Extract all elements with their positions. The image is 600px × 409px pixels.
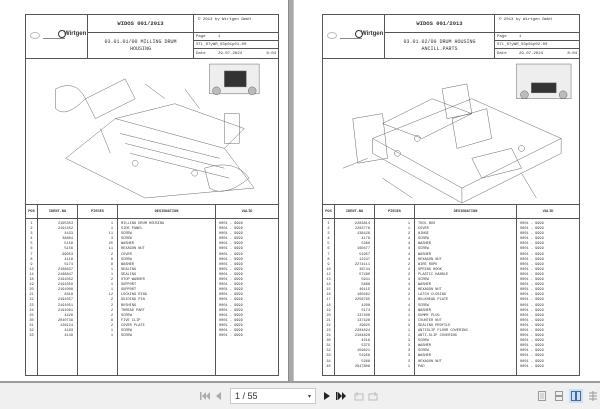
next-page-button[interactable]: [320, 389, 334, 403]
designation-values: MILLING DRUM HOUSING SIDE PANEL SCREW SC…: [118, 219, 216, 375]
pdf-page-right: Wirtgen WIDOS 001/2013 03.01.02/00 DRUM …: [294, 0, 600, 381]
exploded-drawing-milling-drum-housing: [26, 59, 278, 205]
parts-table: POS IDENT-NO PIECES DESIGNATION VALID 1 …: [323, 205, 579, 375]
col-designation: DESIGNATION: [118, 205, 216, 218]
col-ident-no: IDENT-NO: [38, 205, 78, 218]
date-value: 29.07.2024: [218, 51, 243, 56]
valid-values: 0001 - 9999 0001 - 9999 0001 - 9999 0001…: [520, 222, 544, 369]
seal-icon: [30, 32, 40, 39]
logo-bar: [43, 38, 65, 39]
single-page-view-button[interactable]: [535, 389, 549, 403]
assembly-title-line1: 03.01.01/00 MILLING DRUM: [104, 39, 177, 45]
time-value: 8:04: [567, 51, 577, 56]
page-number-field[interactable]: ▾: [230, 388, 316, 404]
document-viewport[interactable]: Wirtgen WIDOS 001/2013 03.01.01/00 MILLI…: [0, 0, 600, 381]
two-page-view-button[interactable]: [569, 389, 583, 403]
page-number-input[interactable]: [235, 391, 295, 401]
copyright: © 2013 by Wirtgen GmbH: [194, 15, 278, 33]
page-label: Page: [196, 34, 206, 39]
parts-sheet: Wirtgen WIDOS 001/2013 03.01.01/00 MILLI…: [25, 14, 279, 376]
forward-view-icon: [368, 392, 378, 401]
pieces-values: 1 1 11 3 25 11 2 8 8 1 1 2 1 1 12 2 2 2 …: [78, 219, 118, 375]
assembly-title: 03.01.02/00 DRUM HOUSING ANCILL.PARTS: [385, 33, 494, 58]
date-value: 29.07.2024: [519, 51, 544, 56]
col-pieces: PIECES: [78, 205, 118, 218]
back-view-icon: [354, 392, 364, 401]
parts-table-header: POS IDENT-NO PIECES DESIGNATION VALID: [26, 205, 278, 219]
page-gutter: [288, 0, 294, 381]
page-value: 1: [519, 34, 522, 39]
prev-page-button[interactable]: [212, 389, 226, 403]
two-page-continuous-view-button[interactable]: [586, 389, 600, 403]
pdf-page-left: Wirtgen WIDOS 001/2013 03.01.01/00 MILLI…: [0, 0, 288, 381]
date-label: Date: [196, 51, 206, 56]
forward-view-button[interactable]: [366, 389, 380, 403]
page-dropdown-icon[interactable]: ▾: [307, 393, 311, 400]
parts-sheet: Wirtgen WIDOS 001/2013 03.01.02/00 DRUM …: [322, 14, 580, 376]
ident-values: 2283814 2283778 138426 4178 5386 160477 …: [335, 219, 375, 375]
last-page-icon: [336, 392, 346, 400]
designation-values: TOOL BOX COVER HINGE SCREW WASHER SCREW …: [415, 219, 517, 375]
last-page-button[interactable]: [334, 389, 348, 403]
sheet-header: Wirtgen WIDOS 001/2013 03.01.01/00 MILLI…: [26, 15, 278, 59]
continuous-view-button[interactable]: [552, 389, 566, 403]
ident-values: 2195353 2191452 4433 38864 5158 5156 990…: [38, 219, 78, 375]
parts-table: POS IDENT-NO PIECES DESIGNATION VALID 1 …: [26, 205, 278, 375]
exploded-drawing-drum-housing-ancillary: [323, 59, 579, 205]
next-page-icon: [324, 392, 330, 400]
wirtgen-logo: Wirtgen: [26, 15, 88, 58]
back-view-button[interactable]: [352, 389, 366, 403]
assembly-title-line2: ANCILL.PARTS: [421, 46, 458, 52]
two-page-icon: [571, 391, 581, 401]
pos-values: 1 2 3 4 5 6 7 8 9 13 14 18 19 20 21 22 2…: [26, 219, 38, 375]
assembly-title-line1: 03.01.02/00 DRUM HOUSING: [403, 39, 476, 45]
two-page-continuous-icon: [589, 391, 597, 401]
catalog-title: WIDOS 001/2013: [88, 15, 193, 33]
assembly-title-line2: HOUSING: [129, 46, 151, 52]
first-page-button[interactable]: [198, 389, 212, 403]
page-value: 1: [218, 34, 221, 39]
parts-table-body: 1 2 3 4 5 6 7 8 9 13 14 18 19 20 21 22 2…: [26, 219, 278, 375]
valid-values: 0001 - 9999 0001 - 9999 0001 - 9999 0001…: [219, 222, 243, 339]
viewer-toolbar: ▾: [0, 381, 600, 409]
col-valid: VALID: [241, 209, 253, 214]
doc-code: STL_07yWR_03p01p02-00: [497, 42, 548, 47]
catalog-title: WIDOS 001/2013: [385, 15, 494, 33]
date-label: Date: [497, 51, 507, 56]
col-ident-no: IDENT-NO: [335, 205, 375, 218]
sheet-header: Wirtgen WIDOS 001/2013 03.01.02/00 DRUM …: [323, 15, 579, 59]
first-page-icon: [200, 392, 210, 400]
col-valid: VALID: [542, 209, 554, 214]
wirtgen-logo: Wirtgen: [323, 15, 385, 58]
col-pos: POS: [323, 205, 335, 218]
parts-table-body: 1 2 3 4 5 6 7 8 9 10 12 13 14 15 16 17 1…: [323, 219, 579, 375]
page-label: Page: [497, 34, 507, 39]
pieces-values: 1 1 2 4 4 4 4 4 2 4 2 4 4 4 2 1 4 4 1 1 …: [375, 219, 415, 375]
col-designation: DESIGNATION: [415, 205, 517, 218]
copyright: © 2013 by Wirtgen GmbH: [495, 15, 579, 33]
col-pos: POS: [26, 205, 38, 218]
brand-name: Wirtgen: [57, 30, 87, 38]
doc-code: STL_07yWR_03p01p01-00: [196, 42, 247, 47]
time-value: 8:04: [266, 51, 276, 56]
pos-values: 1 2 3 4 5 6 7 8 9 10 12 13 14 15 16 17 1…: [323, 219, 335, 375]
seal-icon: [327, 32, 337, 39]
brand-name: Wirtgen: [354, 30, 384, 38]
continuous-page-icon: [555, 391, 563, 401]
col-pieces: PIECES: [375, 205, 415, 218]
single-page-icon: [538, 391, 546, 401]
parts-table-header: POS IDENT-NO PIECES DESIGNATION VALID: [323, 205, 579, 219]
logo-bar: [340, 38, 362, 39]
prev-page-icon: [216, 392, 221, 400]
assembly-title: 03.01.01/00 MILLING DRUM HOUSING: [88, 33, 193, 58]
